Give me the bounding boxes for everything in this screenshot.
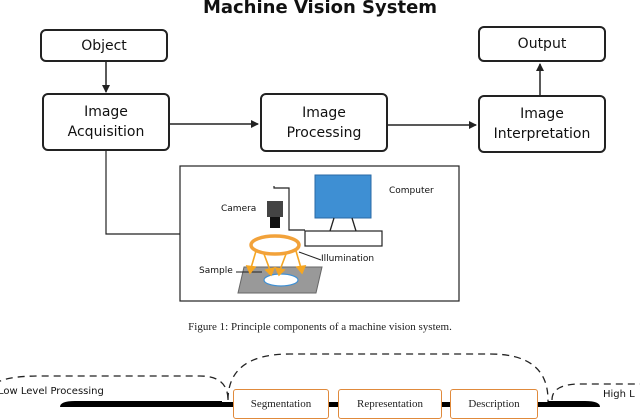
computer-keyboard <box>304 230 383 247</box>
illumination-ring <box>249 234 301 256</box>
camera-lens <box>270 217 280 228</box>
light-ray-3-head <box>274 266 286 277</box>
light-ray-4-head <box>295 265 307 275</box>
low-level-processing-label: Low Level Processing <box>0 386 104 397</box>
connector-acquisition-to-illustration <box>105 151 181 235</box>
illumination-pointer <box>298 251 322 261</box>
computer-monitor <box>314 174 372 219</box>
output-node-label: Output <box>517 36 567 52</box>
flow-band-left <box>60 401 222 407</box>
camera-cable <box>273 186 305 231</box>
high-level-label: High L <box>603 389 635 400</box>
description-box: Description <box>450 389 538 419</box>
light-ray-2 <box>263 253 271 271</box>
representation-box: Representation <box>338 389 442 419</box>
camera-label: Camera <box>221 204 257 214</box>
mid-level-region <box>227 353 549 407</box>
low-level-region <box>0 375 229 407</box>
image-processing-node: Image Processing <box>260 93 388 152</box>
segmentation-box: Segmentation <box>233 389 329 419</box>
light-ray-3 <box>279 253 287 271</box>
flow-band-right <box>548 401 600 407</box>
sample-object <box>263 273 299 287</box>
light-ray-1 <box>250 250 257 269</box>
image-acquisition-label-line2: Acquisition <box>67 124 145 140</box>
light-ray-2-head <box>264 266 276 277</box>
computer-stand-left <box>329 217 335 232</box>
page-title: Machine Vision System <box>202 0 438 18</box>
computer-stand-right <box>351 217 357 232</box>
output-node: Output <box>478 26 606 62</box>
figure-caption: Figure 1: Principle components of a mach… <box>188 321 452 333</box>
image-processing-label-line1: Image <box>302 104 346 121</box>
computer-label: Computer <box>389 186 434 196</box>
camera-body <box>267 201 283 217</box>
image-interpretation-label-line2: Interpretation <box>493 126 591 142</box>
high-level-region <box>551 383 640 401</box>
object-node-label: Object <box>81 37 127 54</box>
image-processing-label-line2: Processing <box>286 124 362 141</box>
image-acquisition-node: Image Acquisition <box>42 93 170 151</box>
object-node: Object <box>40 29 168 62</box>
image-interpretation-node: Image Interpretation <box>478 95 606 153</box>
light-ray-4 <box>295 250 302 269</box>
illumination-label: Illumination <box>321 254 375 264</box>
image-interpretation-label-line1: Image <box>520 106 564 122</box>
sample-label: Sample <box>199 266 233 276</box>
image-acquisition-label-line1: Image <box>84 104 128 120</box>
light-ray-1-head <box>245 265 257 275</box>
